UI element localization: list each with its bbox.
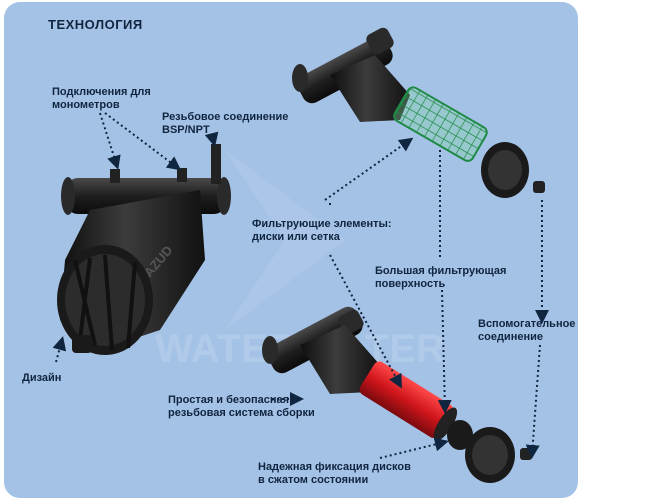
assembled-filter: AZUD: [57, 144, 231, 355]
screen-element: [393, 86, 488, 162]
label-design: Дизайн: [22, 372, 62, 384]
label-gauge-connections: Подключения для монометров: [52, 86, 151, 111]
label-filter-elements: Фильтрующие элементы: диски или сетка: [252, 218, 392, 243]
screen-filter-exploded: [292, 27, 545, 198]
disc-nut: [447, 420, 473, 450]
aux-plug-top: [533, 181, 545, 193]
watermark-logo: [225, 150, 345, 330]
leader-lines: [52, 112, 549, 459]
label-thread-connection: Резьбовое соединение BSP/NPT: [162, 111, 289, 136]
label-auxiliary-connection: Вспомогательное соединение: [478, 318, 576, 343]
label-assembly-system: Простая и безопасная резьбовая система с…: [168, 394, 315, 419]
label-disc-fixation: Надежная фиксация дисков в сжатом состоя…: [258, 461, 411, 486]
page-title: ТЕХНОЛОГИЯ: [48, 17, 143, 32]
disc-stack: [359, 361, 458, 441]
aux-plug-bottom: [520, 448, 532, 460]
label-large-surface: Большая фильтрующая поверхность: [375, 265, 507, 290]
